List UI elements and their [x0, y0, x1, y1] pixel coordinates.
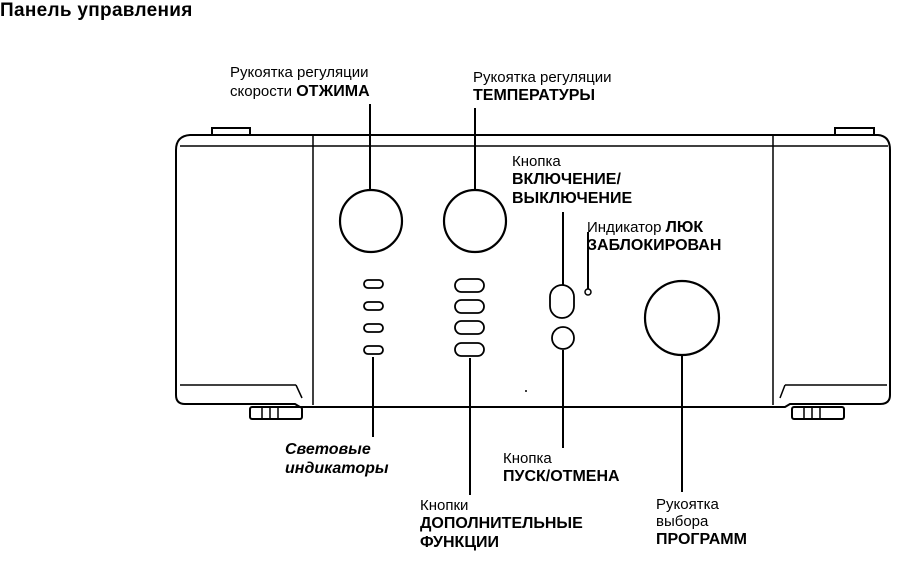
light-indicator-1 — [363, 279, 384, 289]
start-cancel-label: Кнопка ПУСК/ОТМЕНА — [503, 450, 620, 486]
lock-label-line1: Индикатор ЛЮК — [587, 219, 721, 236]
light-indicator-3 — [363, 323, 384, 333]
extra-label-line2: ДОПОЛНИТЕЛЬНЫЕ — [420, 515, 583, 532]
temperature-knob-label: Рукоятка регуляции ТЕМПЕРАТУРЫ — [473, 69, 612, 105]
program-label-line1: Рукоятка — [656, 496, 719, 513]
extra-function-button-1 — [454, 278, 485, 293]
panel-foot-left — [249, 406, 303, 420]
panel-body-outline — [175, 134, 891, 408]
lights-label: Световые индикаторы — [285, 440, 389, 478]
light-indicator-4 — [363, 345, 384, 355]
lock-label-line2: ЗАБЛОКИРОВАН — [587, 237, 722, 254]
page-title: Панель управления — [0, 0, 193, 21]
power-label-line2: ВКЛЮЧЕНИЕ/ — [512, 171, 621, 188]
panel-left-cap — [180, 384, 303, 399]
extra-function-button-2 — [454, 299, 485, 314]
lock-label-bold: ЛЮК — [665, 219, 704, 236]
panel-top-tab-right — [834, 127, 875, 135]
spin-label-line1: Рукоятка регуляции — [230, 64, 369, 81]
program-knob-label: Рукоятка выбора ПРОГРАММ — [656, 496, 747, 549]
extra-functions-label: Кнопки ДОПОЛНИТЕЛЬНЫЕ ФУНКЦИИ — [420, 497, 583, 552]
panel-top-tab-left — [211, 127, 251, 135]
temp-label-line2: ТЕМПЕРАТУРЫ — [473, 87, 596, 104]
start-label-line2: ПУСК/ОТМЕНА — [503, 468, 620, 485]
spin-label-bold: ОТЖИМА — [296, 83, 370, 100]
spin-label-line2: скорости ОТЖИМА — [230, 83, 370, 100]
start-cancel-button — [551, 326, 575, 350]
temp-label-line1: Рукоятка регуляции — [473, 69, 612, 86]
power-label-line3: ВЫКЛЮЧЕНИЕ — [512, 190, 633, 207]
panel-right-cap — [779, 384, 887, 399]
power-button — [549, 284, 575, 319]
lock-label-prefix: Индикатор — [587, 219, 662, 236]
extra-function-button-3 — [454, 320, 485, 335]
lights-label-line2: индикаторы — [285, 460, 389, 477]
extra-label-line3: ФУНКЦИИ — [420, 534, 500, 551]
start-label-line1: Кнопка — [503, 450, 552, 467]
power-button-label: Кнопка ВКЛЮЧЕНИЕ/ ВЫКЛЮЧЕНИЕ — [512, 153, 632, 208]
extra-function-button-4 — [454, 342, 485, 357]
panel-foot-right — [791, 406, 845, 420]
spin-label-prefix: скорости — [230, 83, 293, 100]
spin-speed-knob — [338, 188, 404, 254]
door-lock-indicator — [584, 288, 592, 296]
program-selector-knob — [643, 279, 721, 357]
spin-knob-label: Рукоятка регуляции скорости ОТЖИМА — [230, 64, 370, 100]
power-label-line1: Кнопка — [512, 153, 561, 170]
program-label-line3: ПРОГРАММ — [656, 531, 747, 548]
temperature-knob — [442, 188, 508, 254]
door-lock-label: Индикатор ЛЮК ЗАБЛОКИРОВАН — [587, 219, 721, 255]
light-indicator-2 — [363, 301, 384, 311]
lights-label-line1: Световые — [285, 441, 371, 458]
extra-label-line1: Кнопки — [420, 497, 469, 514]
program-label-line2: выбора — [656, 513, 709, 530]
